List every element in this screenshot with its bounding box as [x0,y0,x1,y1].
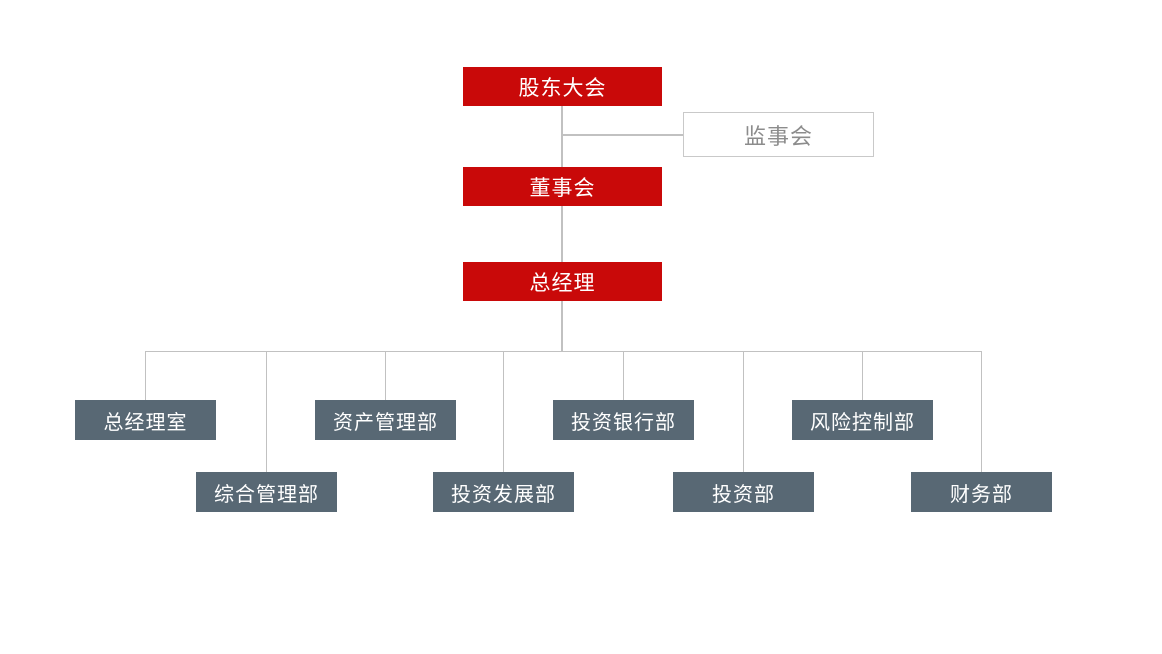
connector-shareholders-to-board [561,106,563,167]
connector-drop-general-admin [266,351,267,472]
node-supervisory-board: 监事会 [683,112,874,157]
node-board-of-directors: 董事会 [463,167,662,206]
node-dept-asset-mgmt: 资产管理部 [315,400,456,440]
node-general-manager: 总经理 [463,262,662,301]
node-dept-general-admin: 综合管理部 [196,472,337,512]
node-dept-gm-office: 总经理室 [75,400,216,440]
connector-drop-finance [981,351,982,472]
node-dept-finance: 财务部 [911,472,1052,512]
node-dept-risk-control: 风险控制部 [792,400,933,440]
connector-drop-invest-banking [623,351,624,400]
connector-drop-gm-office [145,351,146,400]
connector-drop-investment [743,351,744,472]
connector-drop-asset-mgmt [385,351,386,400]
connector-gm-to-bus [561,301,563,352]
node-dept-invest-dev: 投资发展部 [433,472,574,512]
connector-bus [145,351,982,352]
node-dept-investment: 投资部 [673,472,814,512]
connector-supervisory-branch [562,134,683,136]
node-dept-invest-banking: 投资银行部 [553,400,694,440]
connector-drop-invest-dev [503,351,504,472]
connector-drop-risk-control [862,351,863,400]
connector-board-to-gm [561,206,563,262]
node-shareholders-meeting: 股东大会 [463,67,662,106]
